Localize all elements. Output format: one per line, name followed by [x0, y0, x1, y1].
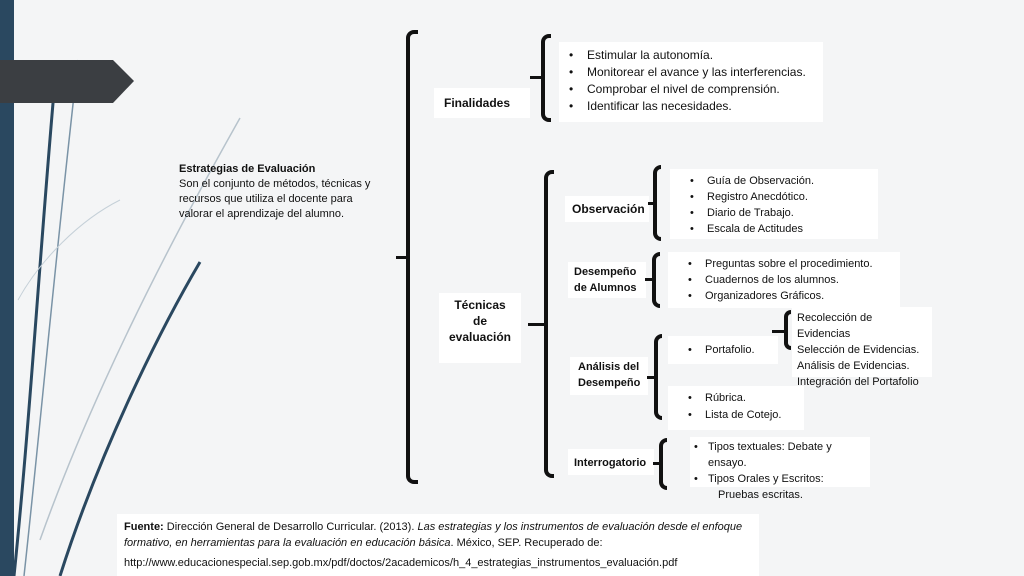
list-item: Registro Anecdótico.: [670, 189, 878, 205]
analisis-node: Análisis del Desempeño: [570, 357, 648, 395]
citation-title: Las estrategias y los instrumentos de ev…: [124, 521, 743, 549]
portafolio-list: Recolección de Evidencias Selección de E…: [792, 307, 932, 388]
list-item: Identificar las necesidades.: [565, 98, 817, 115]
tecnicas-tick: [528, 323, 546, 326]
citation-url[interactable]: http://www.educacionespecial.sep.gob.mx/…: [124, 557, 678, 569]
desempeno-label-line: Desempeño: [574, 266, 637, 278]
portafolio-item: Portafolio.: [668, 342, 778, 359]
analisis-tick: [647, 376, 657, 379]
list-item: Preguntas sobre el procedimiento.: [668, 256, 900, 272]
desempeno-label-line: de Alumnos: [574, 282, 637, 294]
list-item: Diario de Trabajo.: [670, 205, 878, 221]
analisis-list: Rúbrica. Lista de Cotejo.: [668, 386, 804, 430]
list-item: Integración del Portafolio: [797, 376, 919, 388]
portafolio-bracket: [784, 310, 791, 350]
list-item: Análisis de Evidencias.: [797, 360, 910, 372]
list-item: Selección de Evidencias.: [797, 344, 920, 356]
root-node: Estrategias de Evaluación Son el conjunt…: [179, 162, 379, 222]
interrogatorio-label: Interrogatorio: [574, 457, 647, 469]
left-accent-band: [0, 0, 14, 576]
list-item: Escala de Actitudes: [670, 221, 878, 237]
observacion-label: Observación: [572, 202, 645, 216]
list-item: Tipos textuales: Debate y ensayo.: [690, 439, 870, 471]
citation-text-2: . México, SEP. Recuperado de:: [450, 537, 603, 549]
interrogatorio-tick: [653, 462, 662, 465]
observacion-list: Guía de Observación. Registro Anecdótico…: [670, 169, 878, 239]
tecnicas-bracket: [544, 170, 554, 478]
analisis-label-line: Análisis del: [578, 361, 640, 373]
decorative-curves: [12, 59, 241, 576]
desempeno-tick: [645, 278, 655, 281]
tecnicas-label-line: evaluación: [448, 330, 512, 344]
arrow-tab-shape: [0, 60, 134, 103]
observacion-tick: [648, 202, 656, 205]
list-item: Lista de Cotejo.: [668, 407, 804, 424]
source-citation: Fuente: Dirección General de Desarrollo …: [117, 514, 759, 576]
tecnicas-node: Técnicas de evaluación: [439, 293, 521, 363]
list-item: Estimular la autonomía.: [565, 47, 817, 64]
list-item: Monitorear el avance y las interferencia…: [565, 64, 817, 81]
finalidades-tick: [530, 76, 544, 79]
list-item: Guía de Observación.: [670, 173, 878, 189]
desempeno-node: Desempeño de Alumnos: [568, 262, 646, 298]
finalidades-list: Estimular la autonomía. Monitorear el av…: [559, 42, 823, 122]
analisis-label-line: Desempeño: [578, 377, 641, 389]
citation-text: Dirección General de Desarrollo Curricul…: [163, 521, 418, 533]
interrogatorio-node: Interrogatorio: [568, 449, 654, 475]
list-item: Comprobar el nivel de comprensión.: [565, 81, 817, 98]
finalidades-node: Finalidades: [434, 88, 530, 118]
list-item: Recolección de Evidencias: [797, 312, 873, 340]
list-item: Organizadores Gráficos.: [668, 288, 900, 304]
list-item: Tipos Orales y Escritos:: [690, 471, 870, 487]
finalidades-label: Finalidades: [444, 96, 511, 110]
citation-label: Fuente:: [124, 521, 164, 533]
root-title: Estrategias de Evaluación: [179, 163, 316, 175]
interrogatorio-extra: Pruebas escritas.: [718, 489, 803, 501]
portafolio-tick: [772, 330, 786, 333]
portafolio-node: Portafolio.: [668, 336, 778, 364]
desempeno-list: Preguntas sobre el procedimiento. Cuader…: [668, 252, 900, 308]
root-description: Son el conjunto de métodos, técnicas y r…: [179, 178, 371, 220]
list-item: Rúbrica.: [668, 390, 804, 407]
list-item: Cuadernos de los alumnos.: [668, 272, 900, 288]
tecnicas-label-line: Técnicas: [454, 298, 506, 312]
main-bracket-tick: [396, 256, 410, 259]
interrogatorio-list: Tipos textuales: Debate y ensayo. Tipos …: [690, 437, 870, 501]
observacion-node: Observación: [565, 196, 649, 222]
tecnicas-label-line: de: [472, 314, 487, 328]
